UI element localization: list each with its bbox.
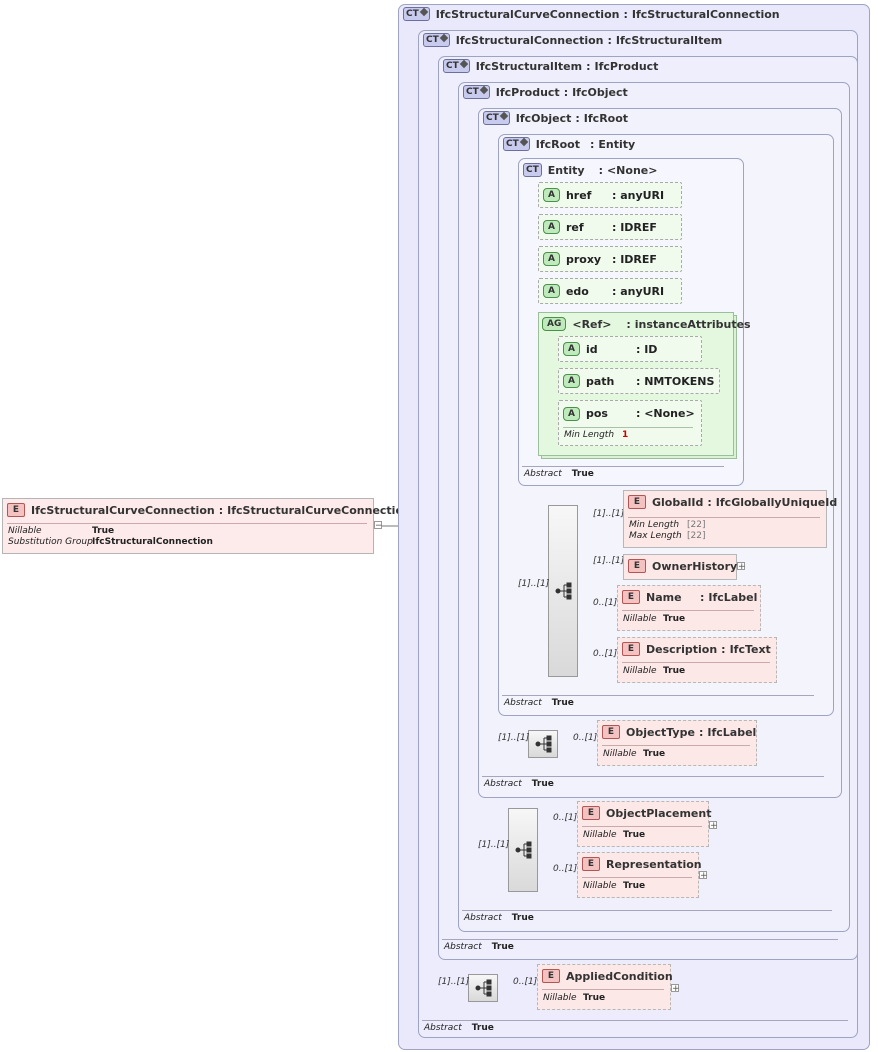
root-element-type: IfcStructuralCurveConnection [227, 503, 411, 517]
nillable-value: True [92, 526, 115, 536]
expand-toggle[interactable]: + [709, 821, 718, 831]
cardinality: 0..[1] [553, 813, 578, 823]
substitution-group-value: IfcStructuralConnection [92, 537, 213, 547]
nillable-label: Nillable [8, 526, 42, 536]
ct-badge-icon: CT [463, 85, 490, 99]
cardinality: [1]..[1] [478, 840, 510, 850]
expand-toggle[interactable]: + [737, 562, 746, 572]
attribute-icon: A [543, 252, 560, 266]
ct-badge-icon: CT [403, 7, 430, 21]
attribute-icon: A [543, 220, 560, 234]
element-icon: E [628, 559, 646, 573]
substitution-group-label: Substitution Group [8, 537, 93, 547]
element-icon: E [628, 495, 646, 509]
collapse-toggle[interactable]: − [374, 521, 383, 531]
cardinality: 0..[1] [573, 733, 598, 743]
element-badge: E [7, 503, 25, 517]
cardinality: [1]..[1] [518, 579, 550, 589]
cardinality: 0..[1] [593, 598, 618, 608]
expand-toggle[interactable]: + [699, 871, 708, 881]
attribute-icon: A [543, 188, 560, 202]
cardinality: [1]..[1] [498, 733, 530, 743]
element-icon: E [622, 590, 640, 604]
element-icon: E [542, 969, 560, 983]
attribute-group-header: AG<Ref>:instanceAttributes [542, 317, 751, 331]
expand-toggle[interactable]: + [671, 984, 680, 994]
cardinality: 0..[1] [513, 977, 538, 987]
attribute-group-icon: AG [542, 317, 567, 331]
ct-badge-icon: CT [423, 33, 450, 47]
element-icon: E [602, 725, 620, 739]
element-icon: E [622, 642, 640, 656]
ct-badge-icon: CT [523, 163, 542, 177]
min-length-value: 1 [622, 430, 629, 440]
attribute-icon: A [563, 407, 580, 421]
attribute-icon: A [563, 342, 580, 356]
cardinality: [1]..[1] [438, 977, 470, 987]
root-element-name: IfcStructuralCurveConnection [31, 503, 215, 517]
element-icon: E [582, 857, 600, 871]
ct-badge-icon: CT [503, 137, 530, 151]
min-length-label: Min Length [564, 430, 615, 440]
cardinality: 0..[1] [593, 649, 618, 659]
cardinality: [1]..[1] [593, 509, 625, 519]
element-icon: E [582, 806, 600, 820]
attribute-icon: A [543, 284, 560, 298]
ct-badge-icon: CT [443, 59, 470, 73]
ct-badge-icon: CT [483, 111, 510, 125]
cardinality: [1]..[1] [593, 556, 625, 566]
cardinality: 0..[1] [553, 864, 578, 874]
attribute-icon: A [563, 374, 580, 388]
